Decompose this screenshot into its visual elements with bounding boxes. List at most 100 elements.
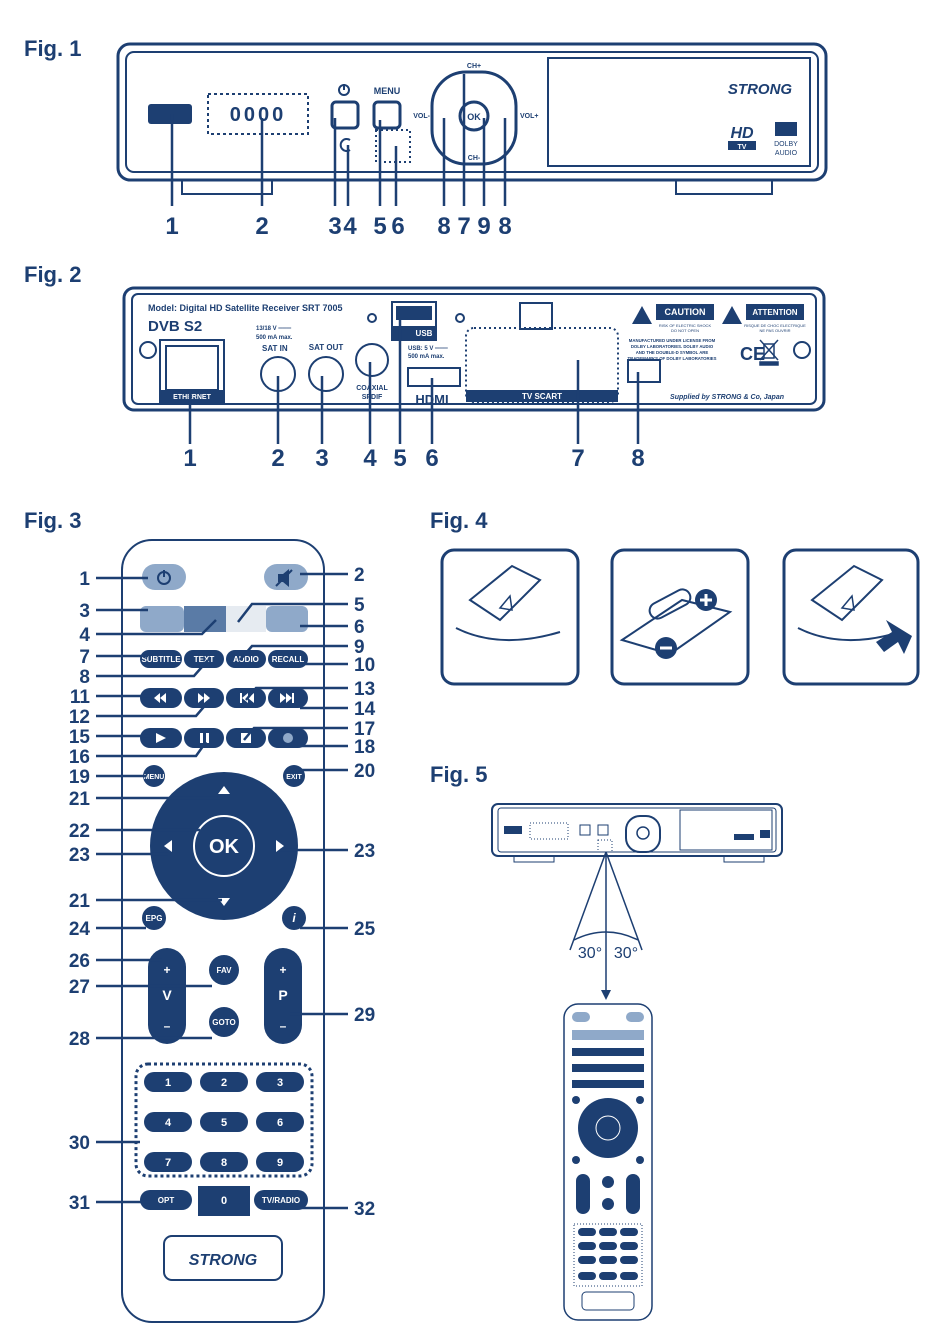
- fig3-remote-control-diagram: SUBTITLE TEXT AUDIO RECALL MENU EXIT OK …: [69, 539, 376, 1323]
- svg-text:Supplied by STRONG & Co, Japan: Supplied by STRONG & Co, Japan: [670, 394, 784, 401]
- fig5-remote-range-diagram: 30° 30°: [491, 803, 783, 1321]
- svg-text:16: 16: [69, 747, 90, 768]
- fig3-left-leader-lines: [96, 576, 222, 1204]
- fig3-right-leader-lines: [237, 572, 348, 1210]
- weee-bin-icon: [759, 339, 779, 366]
- svg-text:VOL+: VOL+: [520, 113, 538, 120]
- angle-indicator: [569, 851, 643, 994]
- svg-text:20: 20: [354, 761, 375, 782]
- svg-text:500 mA max.: 500 mA max.: [408, 354, 445, 360]
- svg-text:13/18 V ═══: 13/18 V ═══: [256, 326, 292, 332]
- caution-label: CAUTION RISK OF ELECTRIC SHOCK DO NOT OP…: [632, 304, 714, 333]
- fig5-remote: [563, 1003, 653, 1321]
- fig3-right-callouts: 2 5 6 9 10 13 14 17 18 20 23 25 29 32: [354, 565, 376, 1220]
- subtitle-button: SUBTITLE: [141, 655, 181, 664]
- ce-mark: CE: [740, 344, 765, 364]
- fast-forward-icon: [198, 693, 204, 703]
- svg-text:USB: USB: [416, 329, 433, 338]
- svg-text:18: 18: [354, 737, 375, 758]
- svg-text:7: 7: [79, 647, 90, 668]
- svg-text:5: 5: [393, 445, 406, 472]
- spdif-port: [355, 343, 389, 377]
- angle-left-label: 30°: [578, 945, 602, 962]
- svg-text:21: 21: [69, 891, 91, 912]
- svg-text:0: 0: [221, 1195, 227, 1207]
- svg-text:29: 29: [354, 1005, 375, 1026]
- svg-text:3: 3: [315, 445, 328, 472]
- battery-step-3: [782, 548, 920, 686]
- fig4-caption: Fig. 4: [430, 508, 488, 533]
- info-button: i: [292, 911, 296, 925]
- scart-port: TV SCART: [465, 302, 619, 403]
- svg-text:17: 17: [354, 719, 375, 740]
- svg-text:22: 22: [69, 821, 90, 842]
- fig2-callouts: 1 2 3 4 5 6 7 8: [183, 445, 644, 472]
- svg-text:4: 4: [343, 213, 357, 240]
- battery-step-2: [610, 548, 750, 686]
- menu-label: MENU: [374, 86, 401, 96]
- svg-text:13: 13: [354, 679, 375, 700]
- svg-text:AUDIO: AUDIO: [775, 150, 798, 157]
- fig3-left-callouts: 1 3 4 7 8 11 12 15 16 19 21 22 23 21 24 …: [69, 569, 91, 1214]
- dolby-license-text: MANUFACTURED UNDER LICENSE FROM DOLBY LA…: [627, 338, 716, 361]
- svg-text:9: 9: [277, 1157, 283, 1169]
- svg-text:5: 5: [221, 1117, 227, 1129]
- mute-icon: [264, 564, 308, 590]
- svg-text:2: 2: [221, 1077, 227, 1089]
- pause-icon: [200, 733, 203, 743]
- standby-button: [330, 100, 360, 130]
- svg-text:TV SCART: TV SCART: [522, 392, 562, 401]
- opt-button: OPT: [158, 1196, 175, 1205]
- svg-text:DOLBY LABORATORIES. DOLBY AUDI: DOLBY LABORATORIES. DOLBY AUDIO: [631, 344, 714, 349]
- svg-text:30: 30: [69, 1133, 90, 1154]
- svg-text:4: 4: [79, 625, 90, 646]
- tv-radio-button: TV/RADIO: [262, 1196, 300, 1205]
- text-button: TEXT: [194, 655, 215, 664]
- svg-text:6: 6: [277, 1117, 283, 1129]
- svg-text:SAT IN: SAT IN: [262, 344, 288, 353]
- svg-text:DOLBY: DOLBY: [774, 141, 798, 148]
- display-window: [207, 93, 309, 135]
- svg-text:6: 6: [391, 213, 404, 240]
- program-rocker: [264, 948, 302, 1044]
- svg-text:9: 9: [477, 213, 490, 240]
- svg-text:DVB S2: DVB S2: [148, 318, 202, 335]
- fig5-receiver: [491, 803, 783, 863]
- svg-text:MANUFACTURED UNDER LICENSE FRO: MANUFACTURED UNDER LICENSE FROM: [629, 338, 716, 343]
- fig3-caption: Fig. 3: [24, 508, 82, 533]
- attention-label: ATTENTION RISQUE DE CHOC ELECTRIQUE NE P…: [722, 304, 806, 333]
- svg-text:V: V: [162, 987, 172, 1003]
- svg-text:1: 1: [183, 445, 196, 472]
- remote-body: [121, 539, 325, 1323]
- recall-button: RECALL: [272, 655, 305, 664]
- svg-text:32: 32: [354, 1199, 375, 1220]
- battery-step-1: [440, 548, 580, 686]
- svg-text:TRADEMARKS OF DOLBY LABORATORI: TRADEMARKS OF DOLBY LABORATORIES: [627, 356, 716, 361]
- svg-text:27: 27: [69, 977, 90, 998]
- svg-text:25: 25: [354, 919, 376, 940]
- power-port: [627, 359, 661, 383]
- usb-port: [148, 104, 192, 124]
- svg-text:7: 7: [571, 445, 584, 472]
- next-icon: [280, 693, 286, 703]
- svg-text:CH-: CH-: [468, 155, 481, 162]
- arrow-down-icon: [601, 990, 611, 1000]
- remote-brand-plate: [163, 1235, 283, 1281]
- record-icon: [283, 733, 293, 743]
- svg-text:26: 26: [69, 951, 90, 972]
- prev-icon: [240, 693, 242, 703]
- fig2-leader-lines: [188, 320, 640, 444]
- menu-button: [372, 100, 402, 130]
- svg-text:USB: 5 V ═══: USB: 5 V ═══: [408, 346, 449, 352]
- svg-text:8: 8: [79, 667, 90, 688]
- play-icon: [156, 733, 166, 743]
- brand-logo: STRONG: [728, 81, 793, 98]
- svg-text:3: 3: [79, 601, 90, 622]
- svg-text:OK: OK: [467, 112, 481, 122]
- svg-text:SAT OUT: SAT OUT: [309, 343, 344, 352]
- svg-text:9: 9: [354, 637, 365, 658]
- svg-text:Model: Digital HD Satellite Re: Model: Digital HD Satellite Receiver SRT…: [148, 303, 343, 313]
- nav-cluster-frame: [430, 70, 518, 166]
- arrow-right-icon: [276, 840, 284, 852]
- svg-text:–: –: [164, 1019, 171, 1033]
